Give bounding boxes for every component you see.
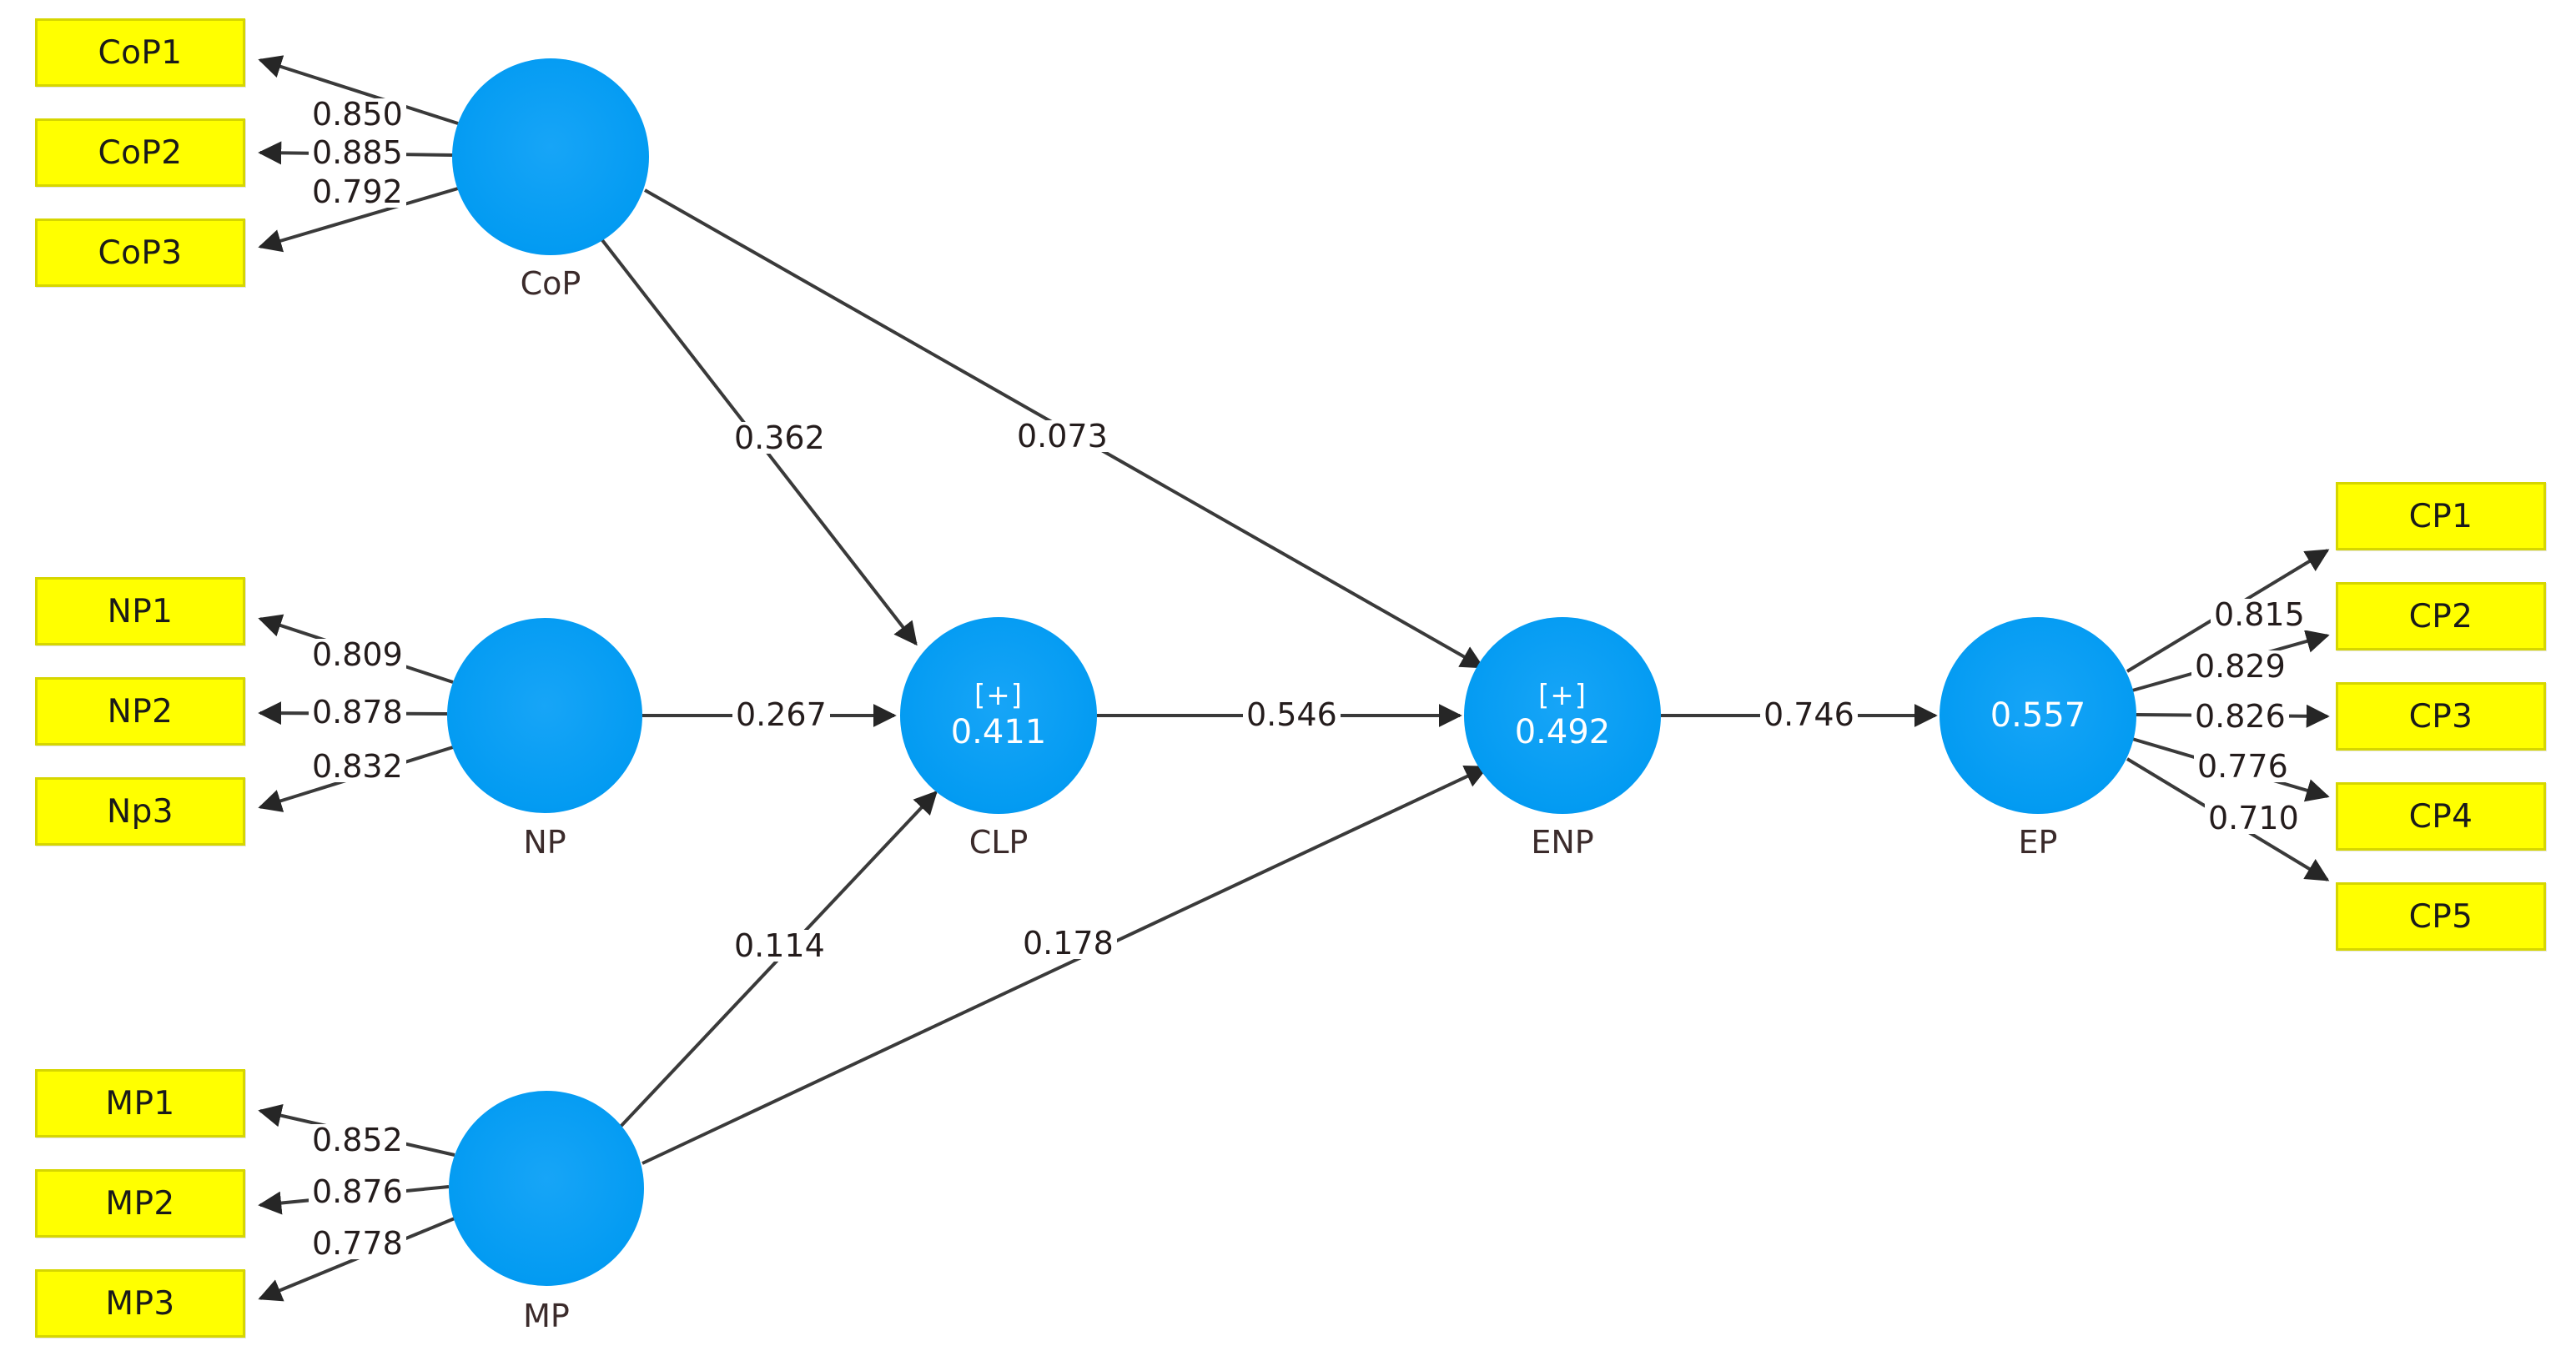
outer-loading-cp4: 0.776	[2194, 751, 2292, 782]
construct-label-mp: MP	[523, 1298, 570, 1334]
indicator-label: CP4	[2408, 797, 2473, 836]
construct-label-enp: ENP	[1531, 824, 1594, 861]
indicator-box-np2[interactable]: NP2	[35, 677, 245, 746]
path-coefficient-mp-clp: 0.114	[731, 930, 828, 962]
indicator-box-mp1[interactable]: MP1	[35, 1069, 245, 1137]
indicator-label: CP1	[2408, 497, 2473, 535]
outer-loading-cp5: 0.710	[2205, 802, 2302, 834]
outer-loading-mp2: 0.876	[309, 1176, 406, 1208]
construct-node-mp[interactable]	[449, 1091, 644, 1286]
indicator-box-cop1[interactable]: CoP1	[35, 18, 245, 87]
indicator-box-cp1[interactable]: CP1	[2336, 482, 2546, 550]
outer-loading-cp2: 0.829	[2191, 650, 2289, 682]
construct-label-cop: CoP	[520, 265, 581, 302]
indicator-label: CoP1	[98, 33, 183, 72]
indicator-label: CP3	[2408, 697, 2473, 736]
indicator-label: CP5	[2408, 897, 2473, 936]
indicator-box-cp5[interactable]: CP5	[2336, 882, 2546, 951]
indicator-label: Np3	[107, 792, 174, 831]
indicator-box-mp2[interactable]: MP2	[35, 1169, 245, 1238]
path-coefficient-mp-enp: 0.178	[1019, 927, 1117, 959]
outer-loading-np3: 0.832	[309, 751, 406, 782]
outer-loading-cop3: 0.792	[309, 176, 406, 208]
outer-loading-cop2: 0.885	[309, 137, 406, 168]
indicator-label: CP2	[2408, 597, 2473, 635]
indicator-label: MP2	[105, 1184, 175, 1223]
indicator-label: NP1	[107, 592, 174, 630]
outer-loading-cop1: 0.850	[309, 98, 406, 130]
indicator-label: CoP3	[98, 234, 183, 272]
r-squared-clp: 0.411	[950, 712, 1047, 751]
construct-node-enp[interactable]: [+] 0.492	[1464, 617, 1661, 814]
construct-label-np: NP	[523, 824, 566, 861]
construct-node-np[interactable]	[447, 618, 642, 813]
path-coefficient-np-clp: 0.267	[732, 699, 830, 731]
construct-label-clp: CLP	[969, 824, 1029, 861]
construct-label-ep: EP	[2018, 824, 2058, 861]
path-coefficient-cop-clp: 0.362	[731, 422, 828, 454]
indicator-box-np3[interactable]: Np3	[35, 777, 245, 846]
indicator-label: MP1	[105, 1084, 175, 1122]
path-coefficient-clp-enp: 0.546	[1243, 699, 1341, 731]
construct-node-cop[interactable]	[452, 58, 649, 255]
indicator-box-cp3[interactable]: CP3	[2336, 682, 2546, 751]
outer-loading-np1: 0.809	[309, 639, 406, 670]
indicator-box-cp2[interactable]: CP2	[2336, 582, 2546, 650]
indicator-box-cop2[interactable]: CoP2	[35, 118, 245, 187]
indicator-label: NP2	[107, 692, 174, 731]
outer-loading-cp1: 0.815	[2211, 599, 2308, 630]
outer-loading-mp3: 0.778	[309, 1228, 406, 1259]
indicator-box-cop3[interactable]: CoP3	[35, 218, 245, 287]
construct-node-clp[interactable]: [+] 0.411	[900, 617, 1097, 814]
outer-loading-np2: 0.878	[309, 696, 406, 728]
significance-marker-enp: [+]	[1537, 679, 1587, 713]
construct-node-ep[interactable]: 0.557	[1940, 617, 2136, 814]
r-squared-ep: 0.557	[1990, 696, 2086, 735]
indicator-label: CoP2	[98, 133, 183, 172]
path-coefficient-enp-ep: 0.746	[1760, 699, 1858, 731]
indicator-label: MP3	[105, 1284, 175, 1323]
outer-loading-mp1: 0.852	[309, 1124, 406, 1156]
r-squared-enp: 0.492	[1514, 712, 1611, 751]
outer-loading-cp3: 0.826	[2191, 701, 2289, 732]
significance-marker-clp: [+]	[974, 679, 1024, 713]
path-coefficient-cop-enp: 0.073	[1014, 420, 1111, 452]
edge-structural	[601, 188, 1938, 1165]
indicator-box-np1[interactable]: NP1	[35, 577, 245, 645]
indicator-box-cp4[interactable]: CP4	[2336, 782, 2546, 851]
indicator-box-mp3[interactable]: MP3	[35, 1269, 245, 1338]
